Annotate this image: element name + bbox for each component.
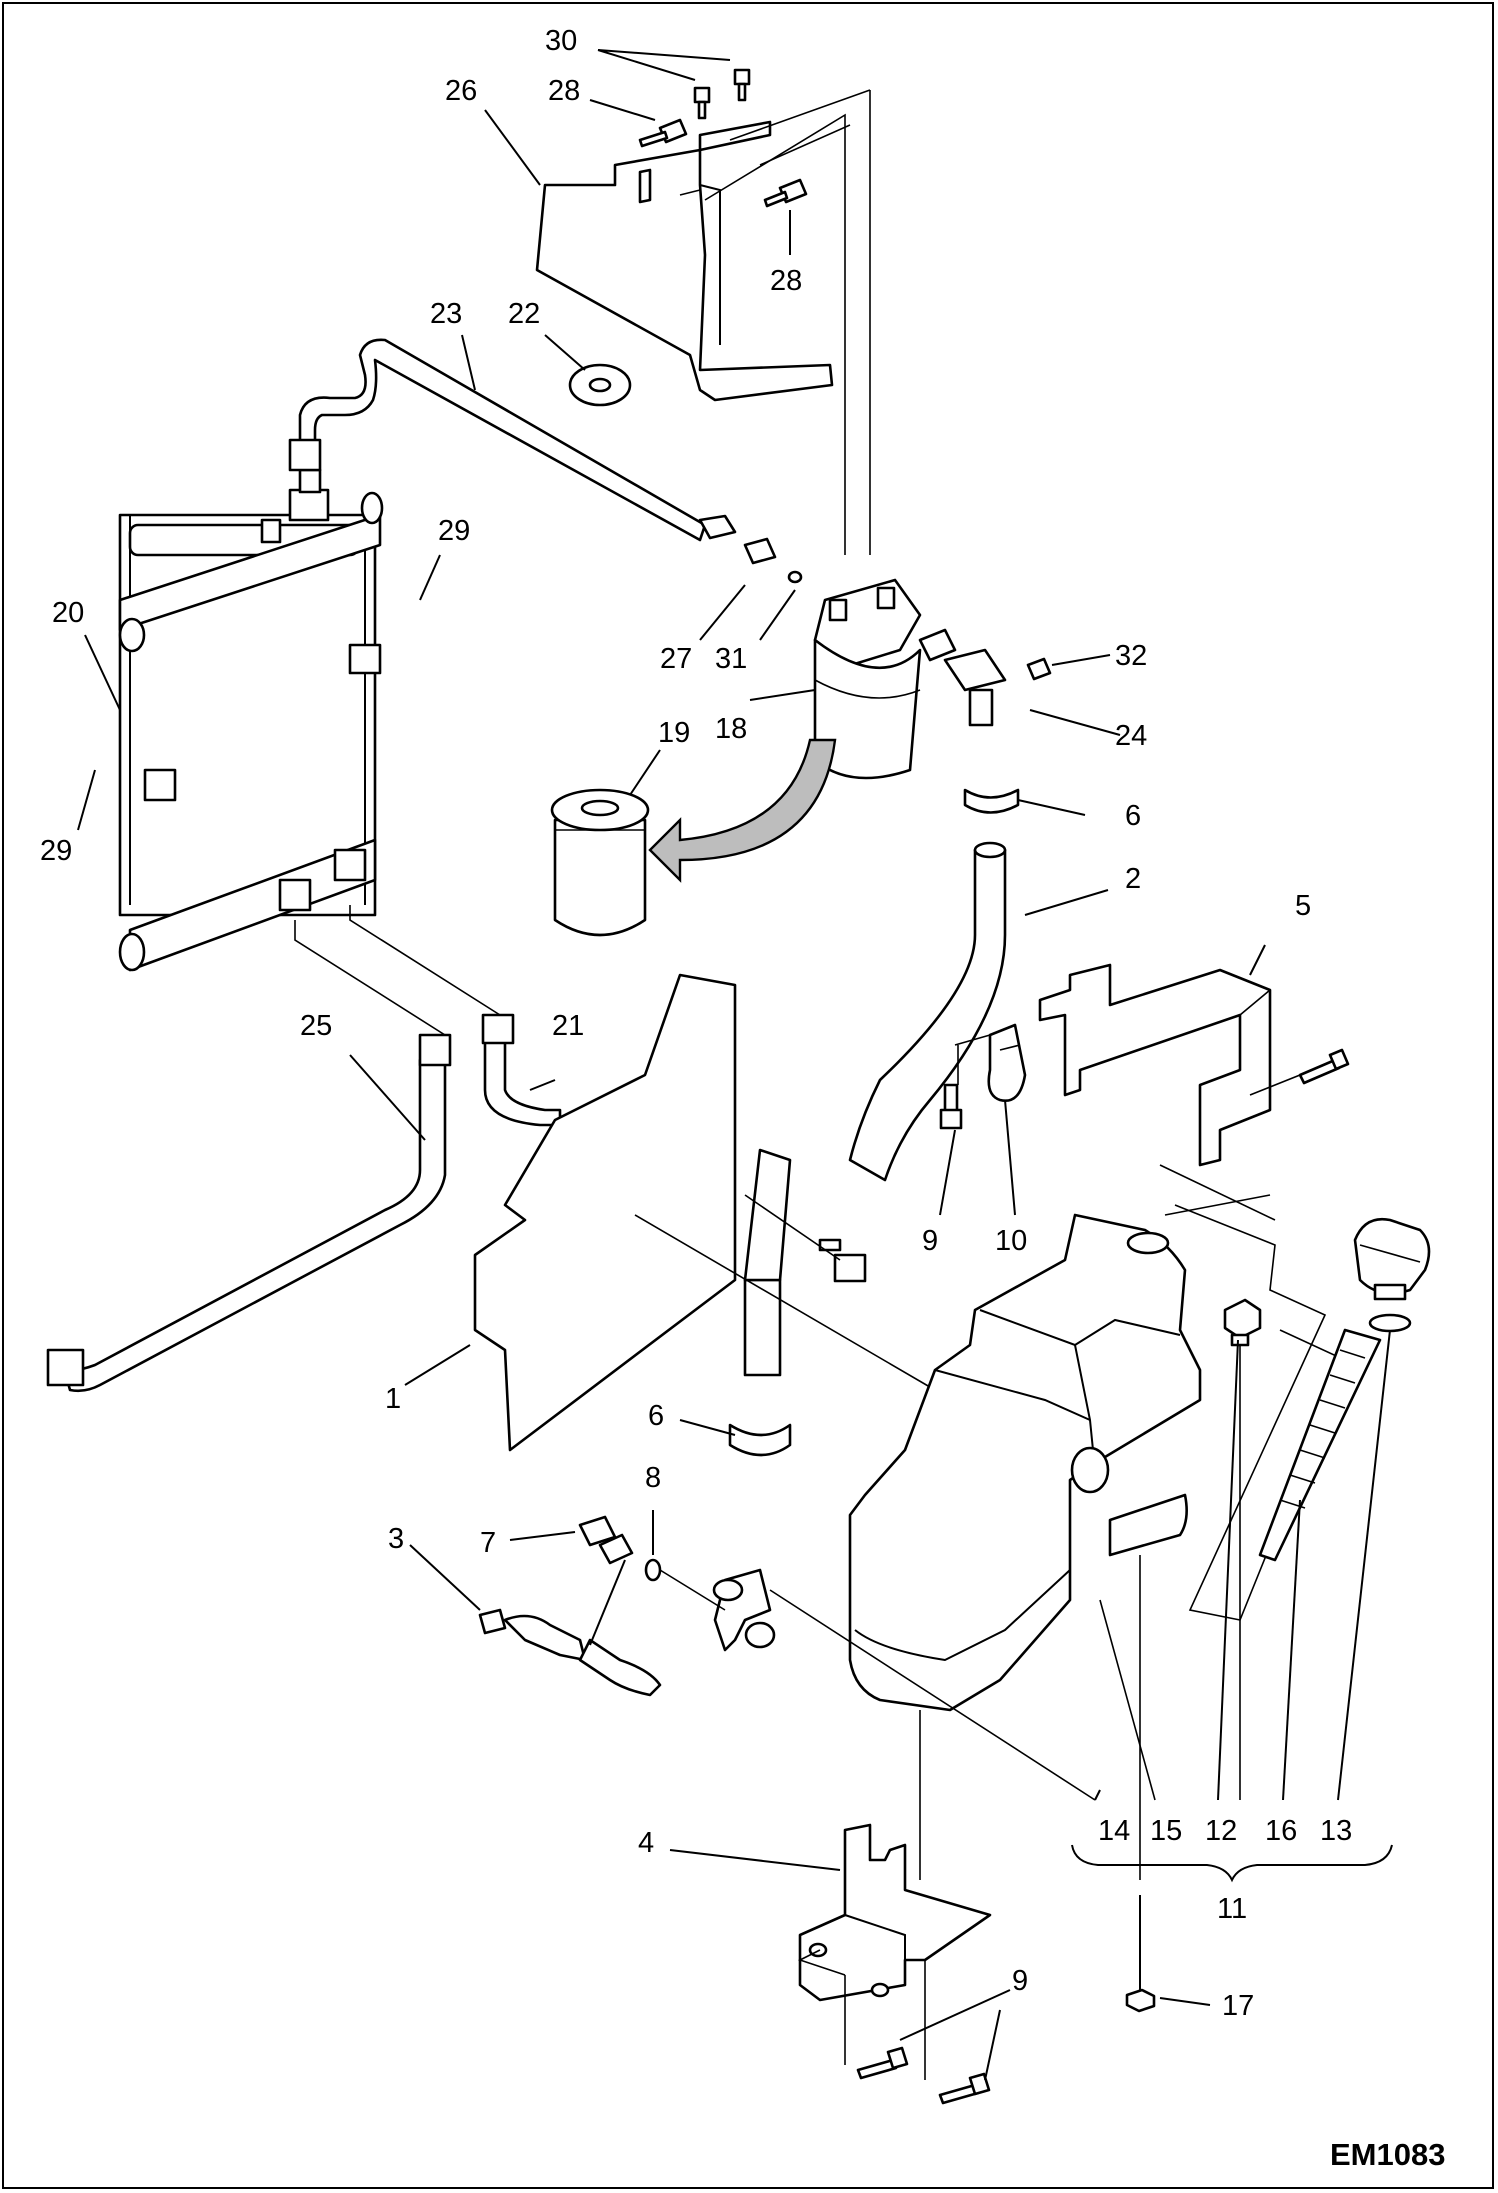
tube-23: [298, 338, 707, 542]
callout-10: 10: [995, 1225, 1027, 1257]
tank-bracket-upper: [1038, 963, 1272, 1167]
bolt-icon: [1298, 1048, 1350, 1085]
group-bracket: [1071, 1844, 1393, 1883]
callout-29: 29: [40, 835, 72, 867]
hose-2: [848, 848, 1007, 1182]
removal-arrow-icon: [648, 738, 837, 883]
bolt-icon: [693, 86, 711, 120]
callout-3: 3: [388, 1523, 404, 1555]
wire-harness-3: [478, 1559, 662, 1697]
hydraulic-tank: [848, 1213, 1202, 1712]
o-ring-31: [787, 570, 803, 584]
tube-25: [63, 1058, 447, 1393]
bolt-icon: [733, 68, 751, 102]
callout-28: 28: [770, 265, 802, 297]
callout-28: 28: [548, 75, 580, 107]
callout-31: 31: [715, 643, 747, 675]
fitting-27: [743, 537, 777, 565]
callout-16: 16: [1265, 1815, 1297, 1847]
callout-6: 6: [648, 1400, 664, 1432]
callout-13: 13: [1320, 1815, 1352, 1847]
callout-1: 1: [385, 1383, 401, 1415]
callout-24: 24: [1115, 720, 1147, 752]
callout-9: 9: [922, 1225, 938, 1257]
elbow-fitting-24: [918, 628, 1052, 727]
bolt-icon: [939, 1083, 963, 1130]
callout-4: 4: [638, 1827, 654, 1859]
tee-fitting: [712, 1568, 776, 1652]
callout-23: 23: [430, 298, 462, 330]
callout-8: 8: [645, 1462, 661, 1494]
pressure-sender-7: [578, 1515, 634, 1565]
bolt-icon: [763, 178, 808, 208]
filter-head: [813, 578, 922, 780]
callout-labels: 30 26 28 28 23 22 29 20 27 31 32 18 19 2…: [40, 25, 1352, 2022]
callout-20: 20: [52, 597, 84, 629]
filter-element: [550, 788, 650, 937]
clip-10: [987, 1023, 1027, 1102]
washer-22: [568, 363, 632, 407]
bolt-icon: [856, 2046, 909, 2080]
leader-lines: [77, 49, 1391, 2081]
callout-18: 18: [715, 713, 747, 745]
o-ring-8: [644, 1558, 662, 1582]
callout-32: 32: [1115, 640, 1147, 672]
callout-29: 29: [438, 515, 470, 547]
figure-code: EM1083: [1330, 2137, 1445, 2172]
callout-11: 11: [1217, 1893, 1247, 1925]
callout-17: 17: [1222, 1990, 1254, 2022]
callout-27: 27: [660, 643, 692, 675]
bolt-icon: [638, 118, 688, 148]
tank-bracket-lower: [798, 1823, 992, 2002]
filter-mount-bracket: [535, 120, 834, 402]
callout-22: 22: [508, 298, 540, 330]
callout-2: 2: [1125, 863, 1141, 895]
hose-clamp-6: [963, 788, 1020, 814]
callout-30: 30: [545, 25, 577, 57]
panel-1: [473, 973, 737, 1452]
callout-25: 25: [300, 1010, 332, 1042]
callout-21: 21: [552, 1010, 584, 1042]
callout-15: 15: [1150, 1815, 1182, 1847]
bolt-icon: [938, 2072, 991, 2105]
hose-clamp-6: [728, 1423, 792, 1457]
breather-cap: [1353, 1217, 1431, 1333]
callout-7: 7: [480, 1527, 496, 1559]
callout-6: 6: [1125, 800, 1141, 832]
filler-strainer: [1258, 1328, 1382, 1562]
callout-9: 9: [1012, 1965, 1028, 1997]
callout-14: 14: [1098, 1815, 1130, 1847]
callout-26: 26: [445, 75, 477, 107]
drain-plug-17: [1125, 1988, 1156, 2013]
radiator: [118, 468, 384, 972]
callout-5: 5: [1295, 890, 1311, 922]
callout-19: 19: [658, 717, 690, 749]
fitting-12: [1223, 1298, 1262, 1347]
callout-12: 12: [1205, 1815, 1237, 1847]
